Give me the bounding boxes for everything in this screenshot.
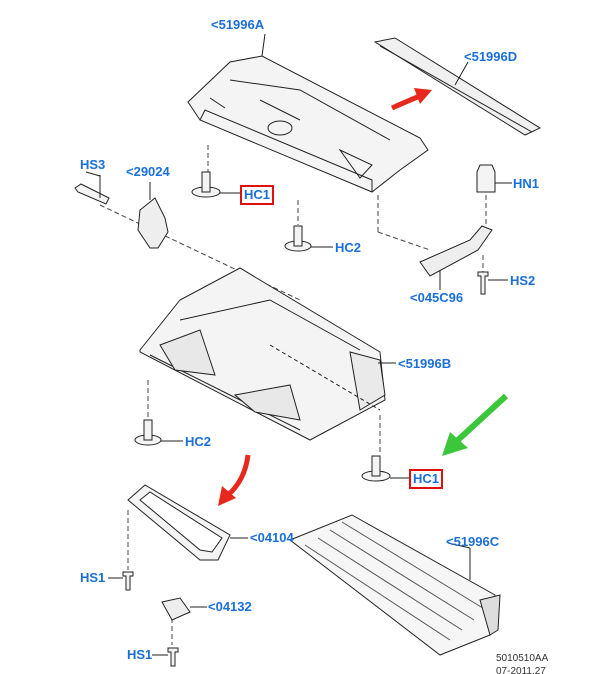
red-arrow-bottom	[226, 454, 251, 497]
callout-hc1-bottom[interactable]: HC1	[409, 469, 444, 489]
red-arrow-top	[390, 93, 421, 111]
part-51996d-rail	[373, 37, 542, 136]
callout-hc2-top[interactable]: HC2	[335, 240, 362, 255]
callout-hs1-bottom[interactable]: HS1	[127, 647, 153, 662]
callout-04132[interactable]: <04132	[208, 599, 252, 614]
callout-hc1-top[interactable]: HC1	[240, 185, 275, 205]
reference-code: 5010510AA	[496, 653, 549, 664]
callout-29024[interactable]: <29024	[126, 164, 170, 179]
callout-51996d[interactable]: <51996D	[464, 49, 518, 64]
callout-51996c[interactable]: <51996C	[446, 534, 500, 549]
callout-hs3[interactable]: HS3	[80, 157, 106, 172]
callout-hn1[interactable]: HN1	[513, 176, 540, 191]
callout-51996b[interactable]: <51996B	[398, 356, 452, 371]
callout-hc2-mid[interactable]: HC2	[185, 434, 212, 449]
part-04132-clip	[161, 597, 191, 621]
reference-date: 07-2011.27	[496, 666, 546, 674]
part-hn1-nut	[476, 164, 496, 193]
callout-51996a[interactable]: <51996A	[211, 17, 265, 32]
callout-04104[interactable]: <04104	[250, 530, 294, 545]
part-hs3-bolt	[74, 183, 110, 205]
part-045c96-bracket	[419, 225, 493, 277]
callout-hs1-top[interactable]: HS1	[80, 570, 106, 585]
callout-hs2[interactable]: HS2	[510, 273, 536, 288]
part-51996a-package-tray-top	[187, 55, 429, 193]
callout-045c96[interactable]: <045C96	[410, 290, 464, 305]
green-arrow	[455, 393, 509, 443]
part-hc1-clip-top	[191, 171, 221, 198]
part-29024-bracket	[137, 197, 169, 249]
